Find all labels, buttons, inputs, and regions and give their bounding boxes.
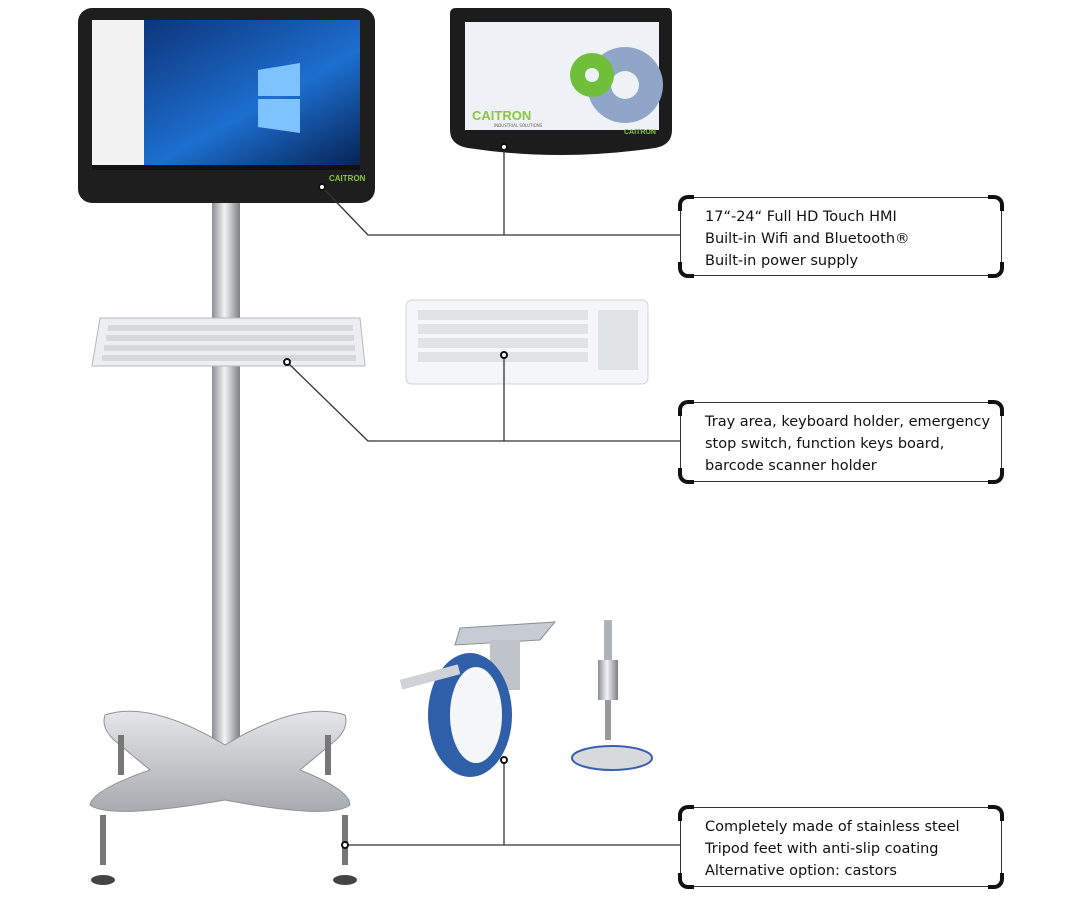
callout-line: barcode scanner holder — [705, 458, 877, 474]
callout-line: stop switch, function keys board, — [705, 436, 945, 452]
keyboard-holder — [212, 290, 240, 325]
stand-base — [89, 710, 357, 885]
callout-lines — [286, 147, 680, 846]
tray-keyboard-keys — [102, 325, 356, 361]
callout-line: Completely made of stainless steel — [705, 819, 960, 835]
brand-logo-bezel: CAITRON — [624, 129, 656, 136]
large-touch-monitor — [78, 8, 375, 203]
callout-display: 17“-24“ Full HD Touch HMI Built-in Wifi … — [678, 195, 1004, 278]
brand-tagline: INDUSTRIAL SOLUTIONS — [494, 123, 543, 128]
callout-line: Built-in power supply — [705, 253, 859, 269]
castor-wheel — [399, 621, 557, 777]
callout-line: Built-in Wifi and Bluetooth® — [705, 231, 910, 247]
leveling-foot — [571, 620, 653, 771]
stand-pole — [212, 195, 240, 755]
callout-line: Alternative option: castors — [705, 863, 897, 879]
callout-tray: Tray area, keyboard holder, emergency st… — [678, 400, 1004, 484]
brand-logo-screen: CAITRON — [472, 108, 532, 123]
small-touch-monitor — [450, 8, 672, 155]
callout-base: Completely made of stainless steel Tripo… — [678, 805, 1004, 889]
callout-dots — [283, 143, 508, 849]
callout-line: Tray area, keyboard holder, emergency — [705, 414, 991, 430]
brand-logo: CAITRON — [329, 174, 366, 183]
callout-line: Tripod feet with anti-slip coating — [705, 841, 939, 857]
callout-line: 17“-24“ Full HD Touch HMI — [705, 209, 897, 225]
